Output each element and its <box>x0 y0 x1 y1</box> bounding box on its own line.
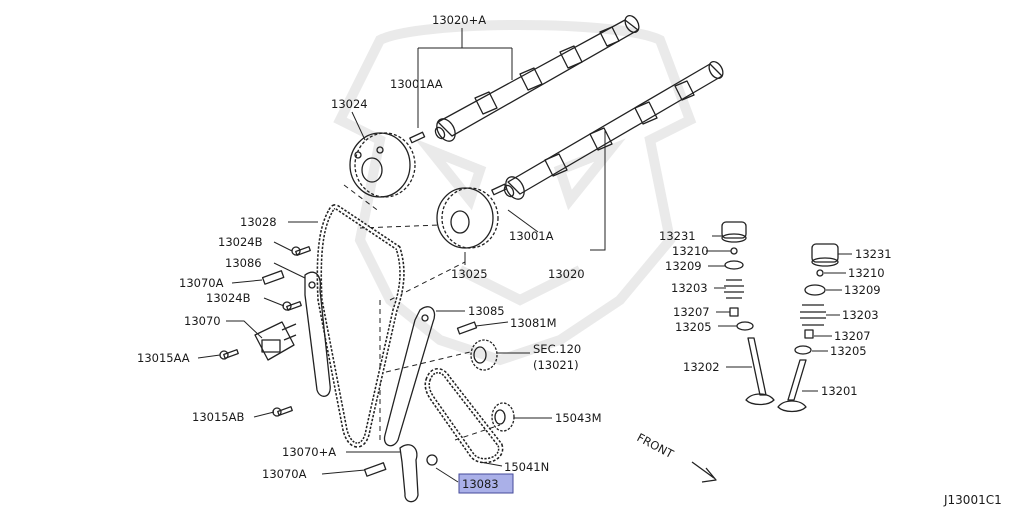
slack-guide-13086[interactable] <box>304 271 331 397</box>
callout-13015aa[interactable]: 13015AA <box>137 351 190 365</box>
callout-15041n[interactable]: 15041N <box>504 460 549 474</box>
pin-13081M[interactable] <box>456 321 478 335</box>
front-arrow: FRONT <box>635 430 717 483</box>
callout-sec120[interactable]: SEC.120 <box>533 342 581 356</box>
callout-sec120-sub[interactable]: (13021) <box>533 358 579 372</box>
callout-13231-right[interactable]: 13231 <box>855 247 892 261</box>
callout-13081m[interactable]: 13081M <box>510 316 557 330</box>
callout-13210-right[interactable]: 13210 <box>848 266 885 280</box>
callout-13209-left[interactable]: 13209 <box>665 259 702 273</box>
callout-13025[interactable]: 13025 <box>451 267 488 281</box>
valve-train-left[interactable] <box>721 221 775 406</box>
callout-13207-right[interactable]: 13207 <box>834 329 871 343</box>
callout-13202[interactable]: 13202 <box>683 360 720 374</box>
chain-tensioner-13070[interactable] <box>254 321 297 361</box>
callout-13086[interactable]: 13086 <box>225 256 262 270</box>
sprocket-13024[interactable] <box>349 132 416 198</box>
callout-13015ab[interactable]: 13015AB <box>192 410 244 424</box>
callout-13001a[interactable]: 13001A <box>509 229 554 243</box>
timing-chain-15041N[interactable] <box>424 368 504 464</box>
callout-13201[interactable]: 13201 <box>821 384 858 398</box>
callout-13070-plus-a[interactable]: 13070+A <box>282 445 336 459</box>
callout-13203-left[interactable]: 13203 <box>671 281 708 295</box>
callout-13020[interactable]: 13020 <box>548 267 585 281</box>
bolt-13015AB[interactable] <box>272 406 293 417</box>
chain-tensioner-13083[interactable] <box>399 444 438 503</box>
callout-13070[interactable]: 13070 <box>184 314 221 328</box>
callout-13203-right[interactable]: 13203 <box>842 308 879 322</box>
callout-13083[interactable]: 13083 <box>462 477 499 491</box>
dowel-pin-13001A[interactable] <box>491 183 508 196</box>
callout-15043m[interactable]: 15043M <box>555 411 602 425</box>
camshaft-lower[interactable] <box>502 59 726 202</box>
front-label: FRONT <box>635 430 677 461</box>
pin-13070A-upper[interactable] <box>261 270 285 285</box>
callout-13231-left[interactable]: 13231 <box>659 229 696 243</box>
callout-13210-left[interactable]: 13210 <box>672 244 709 258</box>
callout-13070a-lower[interactable]: 13070A <box>262 467 307 481</box>
bolt-13015AA[interactable] <box>219 349 239 360</box>
camshaft-upper[interactable] <box>433 13 642 144</box>
callout-13085[interactable]: 13085 <box>468 304 505 318</box>
leader-lines <box>197 28 852 483</box>
diagram-reference-code: J13001C1 <box>943 493 1002 507</box>
callout-13205-right[interactable]: 13205 <box>830 344 867 358</box>
sprocket-15043M[interactable] <box>491 402 515 432</box>
dowel-pin-13001AA[interactable] <box>409 131 426 144</box>
callout-13207-left[interactable]: 13207 <box>673 305 710 319</box>
callout-13024b-upper[interactable]: 13024B <box>218 235 263 249</box>
watermark-emblem <box>333 20 697 366</box>
sprocket-13025[interactable] <box>436 187 499 249</box>
timing-chain-13028[interactable] <box>316 204 405 448</box>
callout-13209-right[interactable]: 13209 <box>844 283 881 297</box>
pin-13070A-lower[interactable] <box>363 462 387 477</box>
callout-13070a-upper[interactable]: 13070A <box>179 276 224 290</box>
callout-labels: 13020+A 13001AA 13024 13028 13024B 13086… <box>137 13 892 491</box>
bolt-13024B-lower[interactable] <box>282 301 302 311</box>
callout-13024b-lower[interactable]: 13024B <box>206 291 251 305</box>
callout-13020-plus-a[interactable]: 13020+A <box>432 13 486 27</box>
crankshaft-sprocket[interactable] <box>470 339 498 371</box>
valve-train-right[interactable] <box>777 243 839 413</box>
callout-13205-left[interactable]: 13205 <box>675 320 712 334</box>
callout-13028[interactable]: 13028 <box>240 215 277 229</box>
tension-guide-13085[interactable] <box>383 306 436 447</box>
callout-13001aa[interactable]: 13001AA <box>390 77 443 91</box>
callout-13024[interactable]: 13024 <box>331 97 368 111</box>
highlight-box-13083 <box>458 473 514 494</box>
bolt-13024B-upper[interactable] <box>291 246 311 256</box>
